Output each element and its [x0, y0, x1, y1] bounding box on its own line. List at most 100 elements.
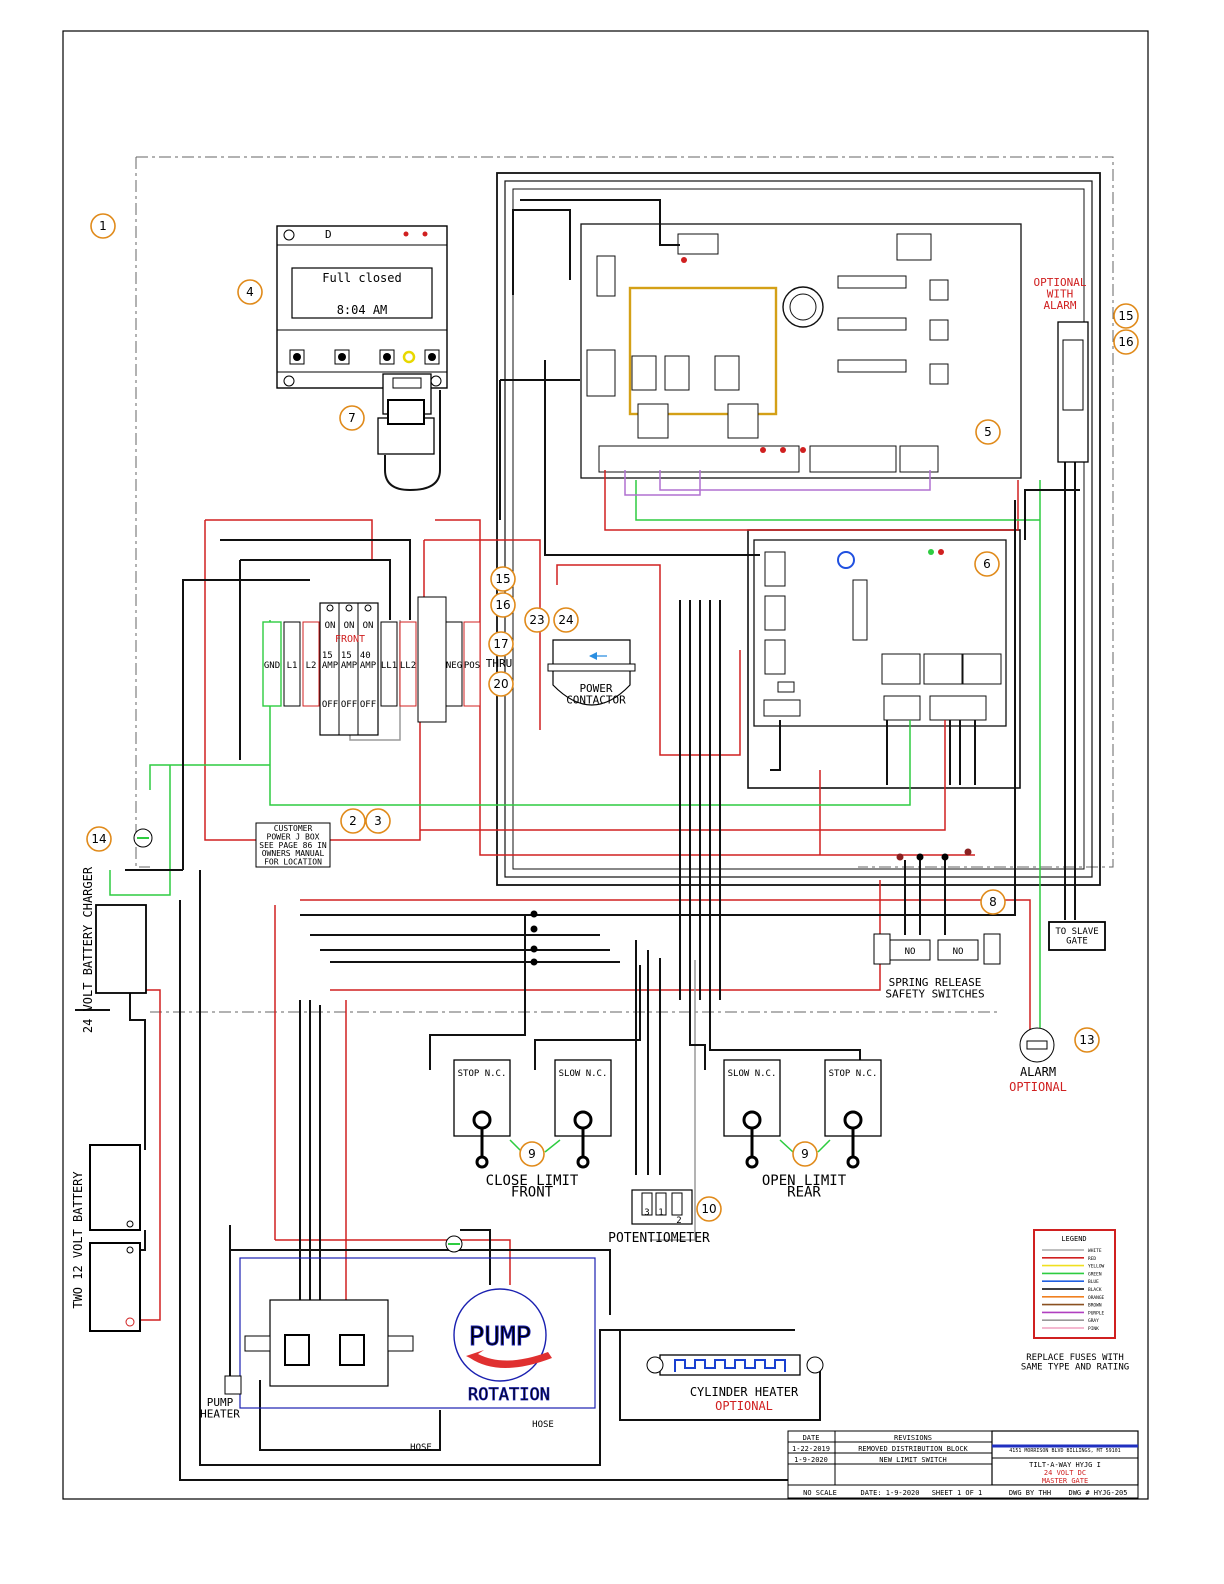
pot-pin-2: 2 — [676, 1216, 681, 1226]
hose-label-2: HOSE — [410, 1443, 432, 1453]
callout-9: 9 — [792, 1141, 818, 1167]
drawing-number: DWG # HYJG-205 — [1068, 1489, 1127, 1497]
alarm-optional-label: OPTIONAL — [1009, 1080, 1067, 1094]
legend-item-label: GRAY — [1088, 1318, 1099, 1324]
charger-label: 24 VOLT BATTERY CHARGER — [81, 866, 95, 1033]
led-icon — [403, 231, 409, 237]
svg-text:13: 13 — [1079, 1033, 1094, 1047]
drawing-spec-2: MASTER GATE — [1042, 1477, 1088, 1485]
legend-item-label: WHITE — [1088, 1248, 1102, 1254]
terminal-strips: GND L1 L2 LL1 LL2 NEG POS — [262, 596, 481, 723]
corner-screw-icon — [430, 375, 442, 387]
terminal-l2: L2 — [306, 661, 317, 671]
svg-text:10: 10 — [701, 1202, 716, 1216]
legend-item-label: RED — [1088, 1256, 1096, 1262]
corner-screw-icon — [283, 229, 295, 241]
callout-14: 14 — [86, 826, 112, 852]
battery-label: TWO 12 VOLT BATTERY — [71, 1171, 85, 1309]
sheet-border — [62, 30, 1149, 1500]
svg-text:7: 7 — [348, 411, 356, 425]
rev-header-date: DATE — [803, 1434, 820, 1442]
svg-text:40 AMP: 40 AMP — [360, 651, 377, 671]
callout-1: 1 — [90, 213, 116, 239]
svg-text:5: 5 — [984, 425, 992, 439]
wire-color-legend: LEGEND WHITEREDYELLOWGREENBLUEBLACKORANG… — [1021, 1229, 1129, 1372]
breaker-block: ON ON ON FRONT OFF OFF OFF — [319, 602, 379, 736]
close-slow-nc-label: SLOW N.C. — [559, 1069, 608, 1079]
open-stop-nc-label: STOP N.C. — [829, 1069, 878, 1079]
callout-10: 10 — [696, 1196, 722, 1222]
rev-row-1-date: 1-22-2019 — [792, 1445, 830, 1453]
battery-charger: 24 VOLT BATTERY CHARGER — [81, 866, 147, 1033]
terminal-neg: NEG — [446, 661, 462, 671]
svg-text:3: 3 — [374, 814, 382, 828]
svg-text:2: 2 — [349, 814, 357, 828]
callout-15: 15 — [1113, 303, 1139, 329]
legend-item-label: BLUE — [1088, 1279, 1099, 1285]
controller-housing — [496, 172, 1101, 886]
svg-text:16: 16 — [495, 598, 510, 612]
callout-7: 7 — [339, 405, 365, 431]
corner-screw-icon — [283, 375, 295, 387]
breaker-2-rating: 15 — [341, 651, 352, 661]
svg-text:15 AMP: 15 AMP — [322, 651, 339, 671]
drawing-date: DATE: 1-9-2020 — [860, 1489, 919, 1497]
legend-item-label: BLACK — [1088, 1287, 1102, 1293]
drawing-scale: NO SCALE — [803, 1489, 837, 1497]
callout-16: 16 — [490, 592, 516, 618]
company-address: 4151 MORRISON BLVD BILLINGS, MT 59101 — [1009, 1448, 1120, 1454]
svg-text:6: 6 — [983, 557, 991, 571]
enclosure-outline — [135, 156, 1114, 1013]
svg-text:15: 15 — [495, 572, 510, 586]
control-display-unit: D Full closed 8:04 AM — [276, 225, 448, 455]
drawing-model: TILT-A-WAY HYJG I — [1029, 1461, 1101, 1469]
legend-item-label: YELLOW — [1088, 1264, 1105, 1270]
callout-9: 9 — [519, 1141, 545, 1167]
potentiometer-label: POTENTIOMETER — [608, 1231, 710, 1246]
secondary-board — [747, 529, 1021, 789]
keypad-buttons[interactable] — [289, 349, 440, 365]
breaker-3-off: OFF — [360, 700, 376, 710]
breaker-3-on: ON — [363, 621, 374, 631]
terminal-l1: L1 — [287, 661, 298, 671]
close-stop-nc-label: STOP N.C. — [458, 1069, 507, 1079]
breaker-1-off: OFF — [322, 700, 338, 710]
switch-1-no: NO — [905, 947, 916, 957]
thru-label: THRU — [486, 657, 513, 670]
callout-13: 13 — [1074, 1027, 1100, 1053]
title-block: 4151 MORRISON BLVD BILLINGS, MT 59101 TI… — [787, 1430, 1139, 1499]
pot-pin-1: 1 — [658, 1208, 663, 1218]
svg-text:17: 17 — [493, 637, 508, 651]
svg-text:20: 20 — [493, 677, 508, 691]
legend-item-label: BROWN — [1088, 1303, 1102, 1309]
hose-label-1: HOSE — [532, 1420, 554, 1430]
callout-6: 6 — [974, 551, 1000, 577]
lcd-screen — [291, 267, 433, 319]
terminal-gnd: GND — [264, 661, 280, 671]
svg-text:15 AMP: 15 AMP — [341, 651, 358, 671]
breaker-2-off: OFF — [341, 700, 357, 710]
breaker-2-on: ON — [344, 621, 355, 631]
callout-24: 24 — [553, 607, 579, 633]
terminal-ll1: LL1 — [381, 661, 397, 671]
pump-label: PUMP — [469, 1322, 532, 1352]
potentiometer: 3 1 2 POTENTIOMETER — [608, 1189, 710, 1246]
rev-header-desc: REVISIONS — [894, 1434, 932, 1442]
legend-title: LEGEND — [1061, 1235, 1086, 1243]
callout-15: 15 — [490, 566, 516, 592]
rev-row-1-desc: REMOVED DISTRIBUTION BLOCK — [858, 1445, 968, 1453]
legend-item-label: GREEN — [1088, 1271, 1102, 1277]
cylinder-heater-label: CYLINDER HEATER — [690, 1385, 799, 1399]
terminal-pos: POS — [464, 661, 480, 671]
callout-8: 8 — [980, 889, 1006, 915]
open-slow-nc-label: SLOW N.C. — [728, 1069, 777, 1079]
callout-16: 16 — [1113, 329, 1139, 355]
breaker-1-on: ON — [325, 621, 336, 631]
